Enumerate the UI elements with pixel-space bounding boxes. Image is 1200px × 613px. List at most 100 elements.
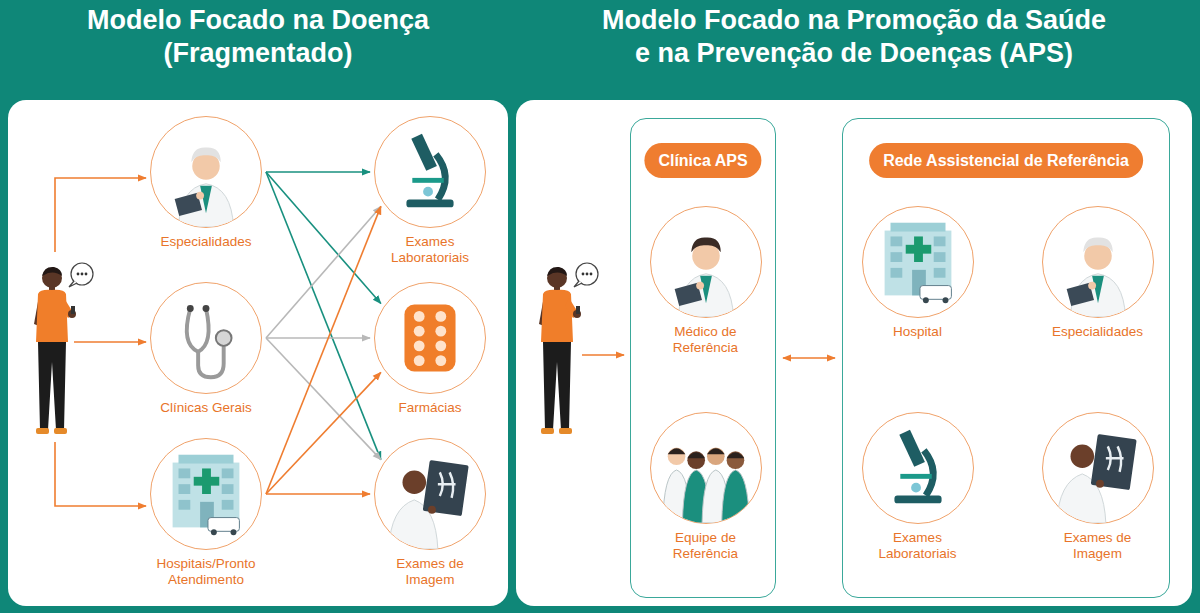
label-holder: Exames de Imagem — [1048, 530, 1148, 562]
group-box: Rede Assistencial de ReferênciaHospitalE… — [842, 118, 1170, 598]
doctor-hair — [191, 147, 220, 162]
panel-ground — [8, 100, 508, 606]
hospital-cross — [194, 477, 220, 486]
stethoscope-head — [216, 330, 232, 346]
icon — [863, 413, 973, 523]
stethoscope-ear — [187, 305, 194, 312]
icon-holder — [651, 413, 761, 523]
doctor-head — [1070, 444, 1094, 468]
icon-holder — [151, 439, 261, 549]
service-circle: Hospitais/Pronto Atendimento — [150, 438, 262, 550]
ambulance-wheel — [211, 529, 217, 535]
model-panel: Modelo Focado na Doença (Fragmentado)Esp… — [8, 100, 508, 606]
doctor-hand — [1096, 479, 1104, 487]
doctor-shirt — [1092, 275, 1104, 303]
icon — [1043, 413, 1153, 523]
hospital-window — [890, 267, 902, 277]
stethoscope-tube — [187, 309, 209, 352]
icon-holder — [375, 439, 485, 549]
hospital-window — [179, 500, 191, 510]
node-label: Exames Laboratoriais — [858, 530, 978, 562]
hospital-roof — [179, 455, 234, 464]
icon-holder — [651, 207, 761, 317]
ambulance-wheel — [942, 297, 948, 303]
label-holder: Exames Laboratoriais — [858, 530, 978, 562]
team-member-hair — [687, 452, 705, 458]
icon — [151, 283, 261, 393]
microscope-arm — [436, 154, 445, 199]
label-holder: Especialidades — [1038, 324, 1158, 340]
icon — [375, 283, 485, 393]
icon-holder — [375, 283, 485, 393]
connector-arrow — [266, 337, 370, 339]
service-circle: Exames de Imagem — [1042, 412, 1154, 524]
doctor-hand — [428, 506, 436, 514]
label-holder: Exames de Imagem — [380, 556, 480, 588]
microscope-light — [911, 482, 921, 492]
stethoscope-ear — [203, 305, 210, 312]
icon-holder — [151, 117, 261, 227]
hospital-window — [933, 236, 945, 246]
connector-arrow — [266, 206, 381, 494]
label-holder: Hospital — [858, 324, 978, 340]
box-heading: Rede Assistencial de Referência — [883, 151, 1129, 170]
node-label: Clínicas Gerais — [146, 400, 266, 416]
doctor-shirt — [200, 186, 212, 214]
node-label: Exames de Imagem — [1048, 530, 1148, 562]
connector-arrow — [783, 357, 835, 359]
service-circle: Exames Laboratoriais — [374, 116, 486, 228]
doctor-hand — [696, 281, 704, 289]
hospital-window — [890, 252, 902, 262]
pill — [414, 311, 425, 322]
service-circle: Especialidades — [1042, 206, 1154, 318]
team-member-hair — [706, 448, 724, 454]
node-label: Especialidades — [1038, 324, 1158, 340]
node-label: Exames de Imagem — [380, 556, 480, 588]
connector-arrow — [266, 171, 370, 173]
patient-arrow — [582, 354, 624, 356]
pill — [414, 326, 425, 337]
hospital-window — [222, 484, 234, 494]
connector-arrow — [266, 172, 381, 460]
service-circle: Farmácias — [374, 282, 486, 394]
icon — [151, 117, 261, 227]
xray-bones — [438, 472, 456, 498]
service-circle: Especialidades — [150, 116, 262, 228]
label-holder: Exames Laboratoriais — [370, 234, 490, 266]
microscope-base — [894, 495, 941, 503]
node-label: Especialidades — [146, 234, 266, 250]
stethoscope-tube — [198, 344, 224, 377]
doctor-coat — [389, 500, 438, 549]
node-label: Farmácias — [370, 400, 490, 416]
hospital-window — [222, 500, 234, 510]
patient-arrow — [55, 442, 146, 506]
team-member-body — [721, 469, 749, 522]
pill-pack — [404, 305, 455, 372]
doctor-hair — [1083, 237, 1112, 252]
microscope-arm — [923, 450, 932, 495]
hospital-window — [222, 468, 234, 478]
team-member-hair — [726, 452, 744, 458]
doctor-hand — [1088, 281, 1096, 289]
xray-bones — [1105, 446, 1123, 472]
icon — [863, 207, 973, 317]
hospital-cross — [905, 244, 931, 253]
node-label: Hospitais/Pronto Atendimento — [146, 556, 266, 588]
doctor-hair — [691, 237, 720, 252]
hospital-window — [179, 484, 191, 494]
node-label: Exames Laboratoriais — [370, 234, 490, 266]
icon-holder — [151, 283, 261, 393]
title-holder: Modelo Focado na Doença (Fragmentado) — [38, 4, 478, 70]
panel-title: Modelo Focado na Doença (Fragmentado) — [38, 4, 478, 70]
icon-holder — [375, 117, 485, 227]
ambulance — [919, 285, 950, 299]
microscope-base — [406, 200, 453, 208]
pill — [414, 355, 425, 366]
hospital-window — [933, 267, 945, 277]
label-holder: Clínicas Gerais — [146, 400, 266, 416]
pill — [414, 340, 425, 351]
microscope-stage — [412, 178, 443, 183]
connector-arrow — [266, 493, 370, 495]
team-member-head — [726, 451, 744, 469]
